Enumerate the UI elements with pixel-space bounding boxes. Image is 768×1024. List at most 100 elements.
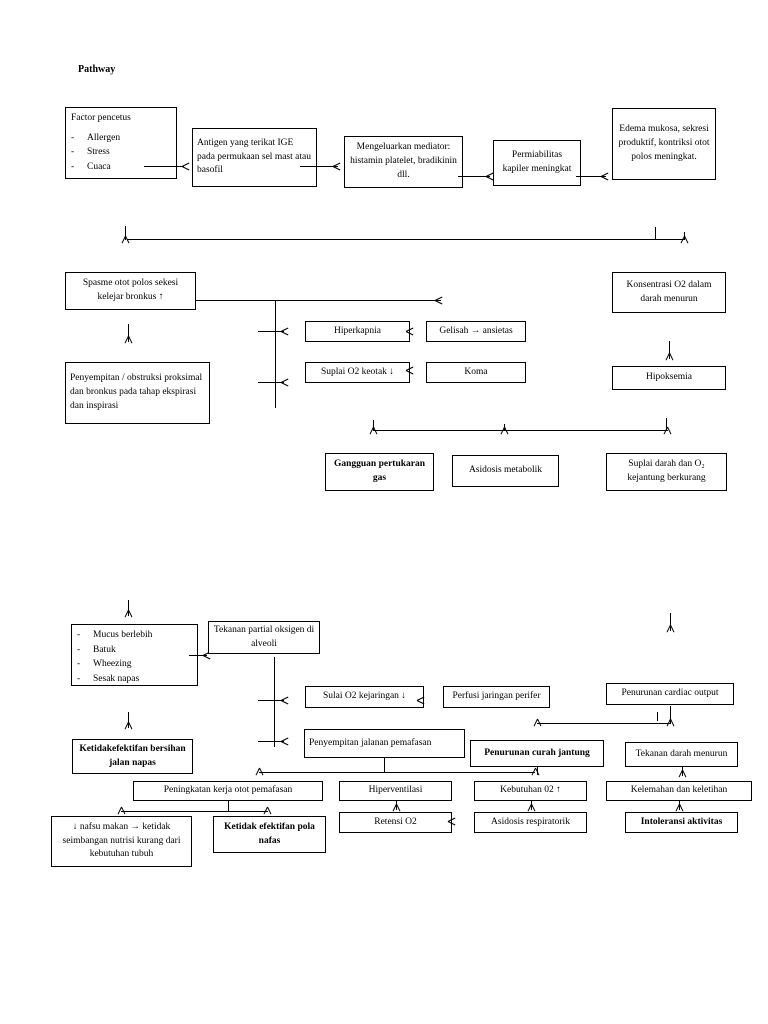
node-nafsu-makan: ↓ nafsu makan → ketidak seimbangan nutri… [51,816,192,867]
arrow-right-icon [448,817,457,826]
node-penurunan-cardiac-output: Penurunan cardiac output [606,683,734,705]
node-penyempitan-jalanan: Penyempitan jalanan pemafasan [304,729,465,758]
node-spasme: Spasme otot polos sekesi kelejar bronkus… [65,272,196,310]
connector-line [373,430,668,431]
node-tekanan-darah-menurun: Tekanan darah menurun [625,742,738,767]
connector-line [258,741,284,742]
arrow-right-icon [417,696,426,705]
connector-line [189,655,207,656]
node-gelisah: Gelisah → ansietas [426,321,526,342]
node-gangguan-pertukaran-gas: Gangguan pertukaran gas [325,453,434,491]
connector-line [259,772,535,773]
connector-line [670,706,671,724]
node-ketidakefektifan-pola-nafas: Ketidak efektifan pola nafas [213,816,326,853]
node-peningkatan-kerja-otot: Peningkatan kerja otot pemafasan [133,781,323,801]
node-koma: Koma [426,362,526,383]
connector-line [537,767,538,775]
list-item: -Batuk [77,644,116,655]
node-konsentrasi-o2: Konsentrasi O2 dalam darah menurun [612,272,726,313]
arrow-right-icon [182,162,191,171]
node-retensi-o2: Retensi O2 [339,812,452,833]
arrow-down-icon [500,427,509,436]
connector-line [128,324,129,342]
connector-line [576,176,606,177]
connector-line [300,166,338,167]
list-item: -Allergen [71,132,121,143]
arrow-right-icon [406,366,415,375]
connector-line [655,227,656,240]
node-hipoksemia: Hipoksemia [612,366,726,390]
connector-line [121,811,231,812]
arrow-right-icon [333,162,342,171]
arrow-down-icon [663,427,672,436]
list-item: -Mucus berlebih [77,630,153,640]
connector-line [127,239,685,240]
arrow-down-icon [533,719,542,728]
factor-pencetus-header: Factor pencetus [71,113,131,123]
node-gejala: -Mucus berlebih -Batuk -Wheezing -Sesak … [71,624,198,686]
arrow-right-icon [406,327,415,336]
node-asidosis-respiratorik: Asidosis respiratorik [474,812,587,833]
node-penyempitan-proksimal: Penyempitan / obstruksi proksimal dan br… [65,362,210,424]
arrow-down-icon [121,236,130,245]
arrow-down-icon [124,610,133,619]
arrow-right-icon [281,737,290,746]
node-sulai-o2-kejaringan: Sulai O2 kejaringan ↓ [305,686,424,708]
node-asidosis-metabolik: Asidosis metabolik [452,455,559,487]
node-penurunan-curah-jantung: Penurunan curah jantung [470,740,604,767]
connector-line [258,331,284,332]
list-item: -Stress [71,147,110,158]
node-ketidakefektifan-bersihan: Ketidakefektifan bersihan jalan napas [72,739,193,774]
arrow-down-icon [531,768,540,777]
page-title: Pathway [78,64,116,75]
node-edema: Edema mukosa, sekresi produktif, kontrik… [612,108,716,180]
connector-line [657,712,658,721]
arrow-down-icon [369,427,378,436]
factor-pencetus-list: -Allergen -Stress -Cuaca [71,131,171,175]
gejala-list: -Mucus berlebih -Batuk -Wheezing -Sesak … [77,628,192,687]
node-antigen: Antigen yang terikat IGE pada permukaan … [192,128,317,187]
connector-line [458,176,490,177]
connector-line [144,166,184,167]
connector-line [670,613,671,631]
node-intoleransi-aktivitas: Intoleransi aktivitas [625,812,738,833]
arrow-down-icon [124,722,133,731]
arrow-right-icon [601,172,610,181]
arrow-down-icon [124,336,133,345]
connector-line [125,226,126,240]
node-tekanan-partial: Tekanan partial oksigen di alveoli [208,621,320,654]
list-item: -Sesak napas [77,674,140,685]
arrow-down-icon [255,768,264,777]
node-permiabilitas: Permiabilitas kapiler meningkat [493,140,581,186]
connector-line [275,300,276,408]
arrow-down-icon [665,353,674,362]
node-hiperkapnia: Hiperkapnia [305,321,410,342]
node-suplai-darah-jantung: Suplai darah dan O₂ kejantung berkurang [606,453,727,491]
node-factor-pencetus: Factor pencetus -Allergen -Stress -Cuaca [65,107,177,179]
node-suplai-o2-keotak: Suplai O2 keotak ↓ [305,362,410,383]
connector-line [258,700,284,701]
arrow-down-icon [666,625,675,634]
node-perfusi-jaringan: Perfusi jaringan perifer [443,686,550,708]
arrow-right-icon [281,696,290,705]
arrow-down-icon [666,719,675,728]
list-item: -Wheezing [77,659,132,670]
arrow-right-icon [281,378,290,387]
connector-line [537,723,671,724]
node-hiperventilasi: Hiperventilasi [339,781,452,801]
connector-line [128,712,129,728]
arrow-down-icon [680,236,689,245]
connector-line [669,341,670,359]
connector-line [196,300,441,301]
connector-line [258,382,284,383]
arrow-down-icon [117,807,126,816]
connector-line [373,420,374,431]
connector-line [666,418,667,431]
arrow-right-icon [435,296,444,305]
connector-line [128,600,129,616]
arrow-right-icon [281,327,290,336]
connector-line [228,801,229,812]
connector-line [384,758,385,773]
arrow-down-icon [678,770,687,779]
